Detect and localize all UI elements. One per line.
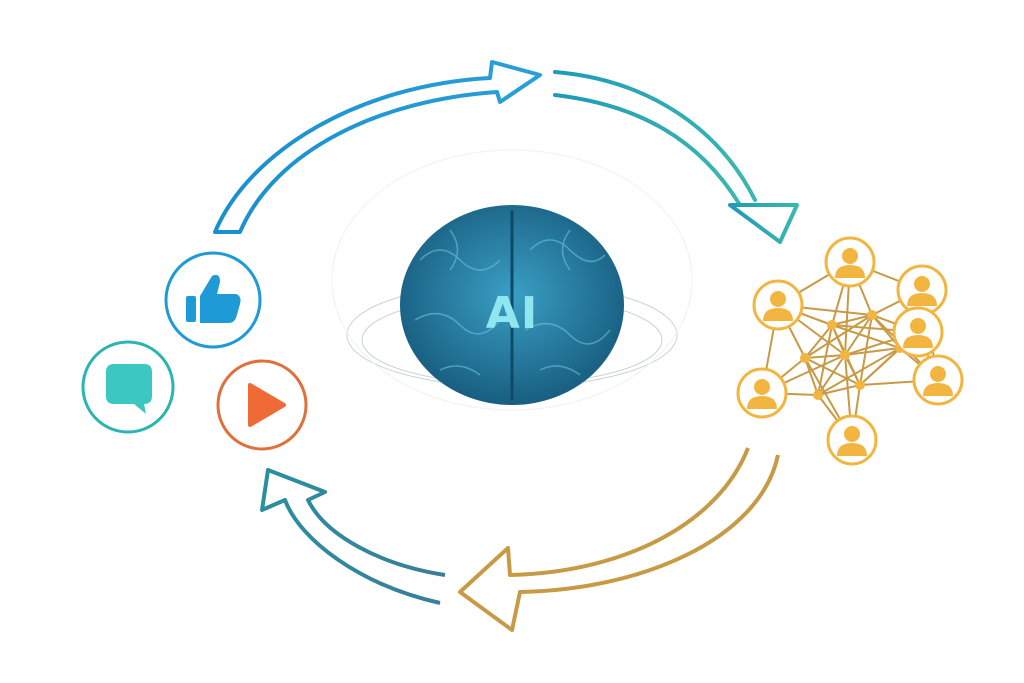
user-avatar-icon [826, 414, 878, 466]
network-link [831, 324, 901, 349]
chat-icon [106, 364, 152, 414]
like-circle [164, 251, 262, 349]
brain-icon [400, 205, 624, 405]
user-avatar-icon [824, 236, 876, 288]
network-link [859, 314, 873, 386]
network-link [817, 354, 846, 396]
arrow-bottom-left [260, 468, 446, 605]
user-avatar-icon [896, 264, 948, 316]
arrow-bottom-right [458, 447, 780, 632]
thumbs-up-icon [186, 274, 241, 323]
network-link [804, 314, 873, 359]
user-avatar-icon [736, 367, 788, 419]
chat-circle [81, 340, 175, 434]
network-hub [840, 350, 850, 360]
play-icon [248, 383, 286, 427]
network-link [831, 324, 846, 356]
network-link [844, 314, 873, 356]
network-link [804, 357, 819, 396]
network-link [844, 347, 901, 356]
arrow-top [213, 60, 542, 234]
network-link [804, 324, 833, 359]
network-link [859, 347, 901, 386]
network-hub [867, 310, 877, 320]
network-link [804, 357, 861, 386]
user-avatar-icon [892, 306, 944, 358]
network-link [831, 314, 873, 326]
network-link [817, 347, 901, 396]
user-network-icon [736, 236, 964, 466]
arrow-right [553, 70, 799, 244]
network-link [817, 324, 833, 396]
ai-label: AI [485, 288, 539, 339]
user-avatar-icon [912, 354, 964, 406]
network-hub [800, 353, 810, 363]
network-hub [827, 320, 837, 330]
user-avatar-icon [752, 279, 804, 331]
network-link [844, 354, 861, 386]
network-link [817, 384, 861, 396]
network-link [804, 354, 846, 359]
play-circle [216, 359, 308, 451]
network-hub [855, 380, 865, 390]
network-hub [813, 390, 823, 400]
